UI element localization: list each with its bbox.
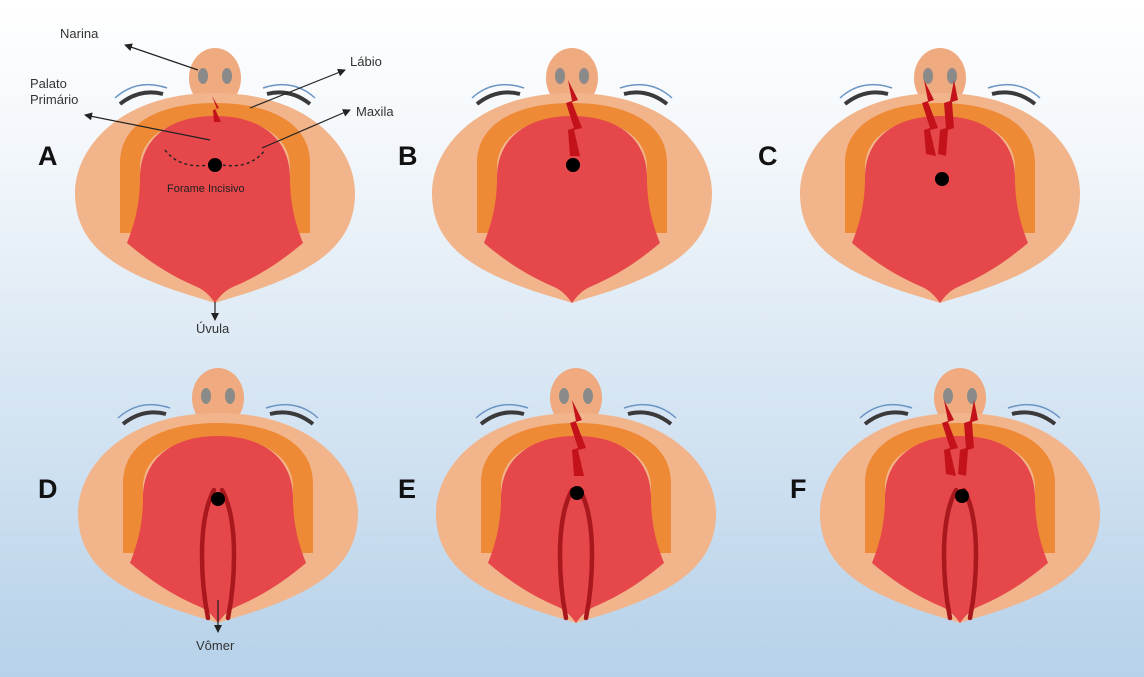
label-forame-incisivo: Forame Incisivo — [167, 183, 245, 195]
foramen-a — [208, 158, 222, 172]
panel-letter-c: C — [758, 141, 778, 171]
foramen-b — [566, 158, 580, 172]
foramen-e — [570, 486, 584, 500]
label-uvula: Úvula — [196, 321, 230, 336]
panel-letter-b: B — [398, 141, 418, 171]
label-narina: Narina — [60, 26, 99, 41]
label-palato-line1: Palato — [30, 76, 67, 91]
foramen-c — [935, 172, 949, 186]
panel-letter-d: D — [38, 474, 58, 504]
label-labio: Lábio — [350, 54, 382, 69]
foramen-f — [955, 489, 969, 503]
label-palato-line2: Primário — [30, 92, 78, 107]
foramen-d — [211, 492, 225, 506]
label-vomer: Vômer — [196, 638, 235, 653]
panel-letter-f: F — [790, 474, 807, 504]
label-maxila: Maxila — [356, 104, 394, 119]
panel-letter-e: E — [398, 474, 416, 504]
panel-letter-a: A — [38, 141, 58, 171]
